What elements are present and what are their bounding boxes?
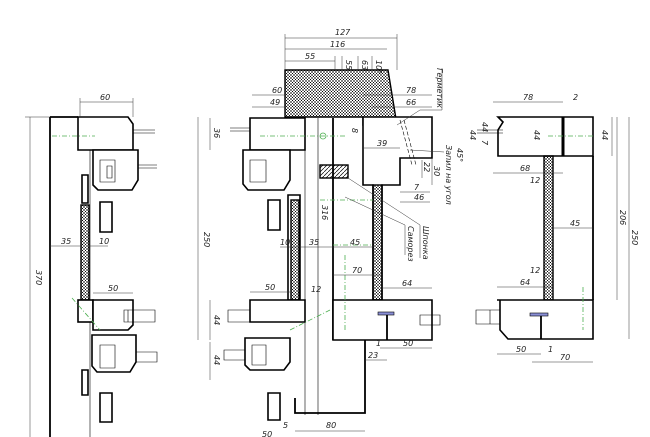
dim-23: 23 xyxy=(368,351,378,360)
dim-35: 35 xyxy=(309,238,319,247)
dim-10: 10 xyxy=(99,237,109,246)
dim-angle: 10° xyxy=(374,60,383,74)
dim-66: 66 xyxy=(406,98,416,107)
dim-46: 46 xyxy=(414,193,424,202)
dim-2: 2 xyxy=(573,93,578,102)
dim-50: 50 xyxy=(108,284,118,293)
left-frame-profile xyxy=(249,117,306,151)
dim-44: 44 xyxy=(468,130,477,140)
dim-36: 36 xyxy=(212,128,221,138)
dim-78: 78 xyxy=(523,93,533,102)
dim-10: 10 xyxy=(280,238,290,247)
dim-22: 22 xyxy=(422,162,431,172)
dim-1: 1 xyxy=(548,345,553,354)
top-frame-profile xyxy=(77,116,134,151)
dim-5: 5 xyxy=(283,421,288,430)
callout-screw: Саморез xyxy=(406,226,415,262)
dim-55-vertical: 55 xyxy=(344,60,353,70)
dim-39: 39 xyxy=(377,139,387,148)
dim-250: 250 xyxy=(630,230,639,245)
dim-7: 7 xyxy=(480,140,489,146)
dim-30: 30 xyxy=(432,166,441,176)
dim-68: 68 xyxy=(520,164,530,173)
dim-64: 64 xyxy=(520,278,530,287)
dim-78: 78 xyxy=(406,86,416,95)
bottom-frame-profile xyxy=(92,299,134,331)
dim-12: 12 xyxy=(530,176,540,185)
right-glass-pane xyxy=(372,184,383,301)
dim-64: 64 xyxy=(402,279,412,288)
left-section-view: 370 60 35 10 50 xyxy=(25,93,158,437)
dim-50: 50 xyxy=(403,339,413,348)
dim-70: 70 xyxy=(352,266,362,275)
dim-316: 316 xyxy=(320,205,329,220)
dim-250: 250 xyxy=(202,232,211,247)
dim-55: 55 xyxy=(305,52,315,61)
dim-44: 44 xyxy=(212,355,221,365)
dim-70: 70 xyxy=(560,353,570,362)
dim-44: 44 xyxy=(480,122,489,132)
dim-116: 116 xyxy=(330,40,345,49)
glass-pane xyxy=(80,204,90,301)
dim-60: 60 xyxy=(100,93,110,102)
dim-7: 7 xyxy=(414,183,420,192)
dim-49: 49 xyxy=(270,98,280,107)
dim-127: 127 xyxy=(335,28,351,37)
callout-sealant: Герметик xyxy=(435,68,444,108)
dim-50: 50 xyxy=(516,345,526,354)
dim-12: 12 xyxy=(311,285,321,294)
middle-section-view: 127 116 55 55 63 10° 60 49 78 66 8 39 22… xyxy=(197,28,464,437)
dim-35: 35 xyxy=(61,237,71,246)
dim-45: 45 xyxy=(350,238,360,247)
dim-206: 206 xyxy=(618,210,627,225)
callout-key: Шпонка xyxy=(421,226,430,260)
dim-45: 45 xyxy=(570,219,580,228)
key-dowel xyxy=(319,164,349,179)
dim-44: 44 xyxy=(600,130,609,140)
dim-50: 50 xyxy=(262,430,272,437)
callout-miter: Запил на угол xyxy=(444,145,453,205)
dim-50: 50 xyxy=(265,283,275,292)
dim-80: 80 xyxy=(326,421,336,430)
dim-44: 44 xyxy=(532,130,541,140)
right-section-view: 78 2 44 7 44 44 44 68 12 45 12 64 206 25… xyxy=(468,93,639,363)
dim-8: 8 xyxy=(350,128,359,133)
right-bottom-frame xyxy=(497,299,594,340)
dim-63: 63 xyxy=(360,60,369,70)
dim-60: 60 xyxy=(272,86,282,95)
dim-1: 1 xyxy=(376,339,381,348)
dim-370: 370 xyxy=(34,270,43,285)
dim-44: 44 xyxy=(212,315,221,325)
dim-12: 12 xyxy=(530,266,540,275)
right-glass-pane xyxy=(543,155,554,301)
callout-miter-angle: 45° xyxy=(455,148,464,162)
right-top-frame xyxy=(496,116,594,157)
